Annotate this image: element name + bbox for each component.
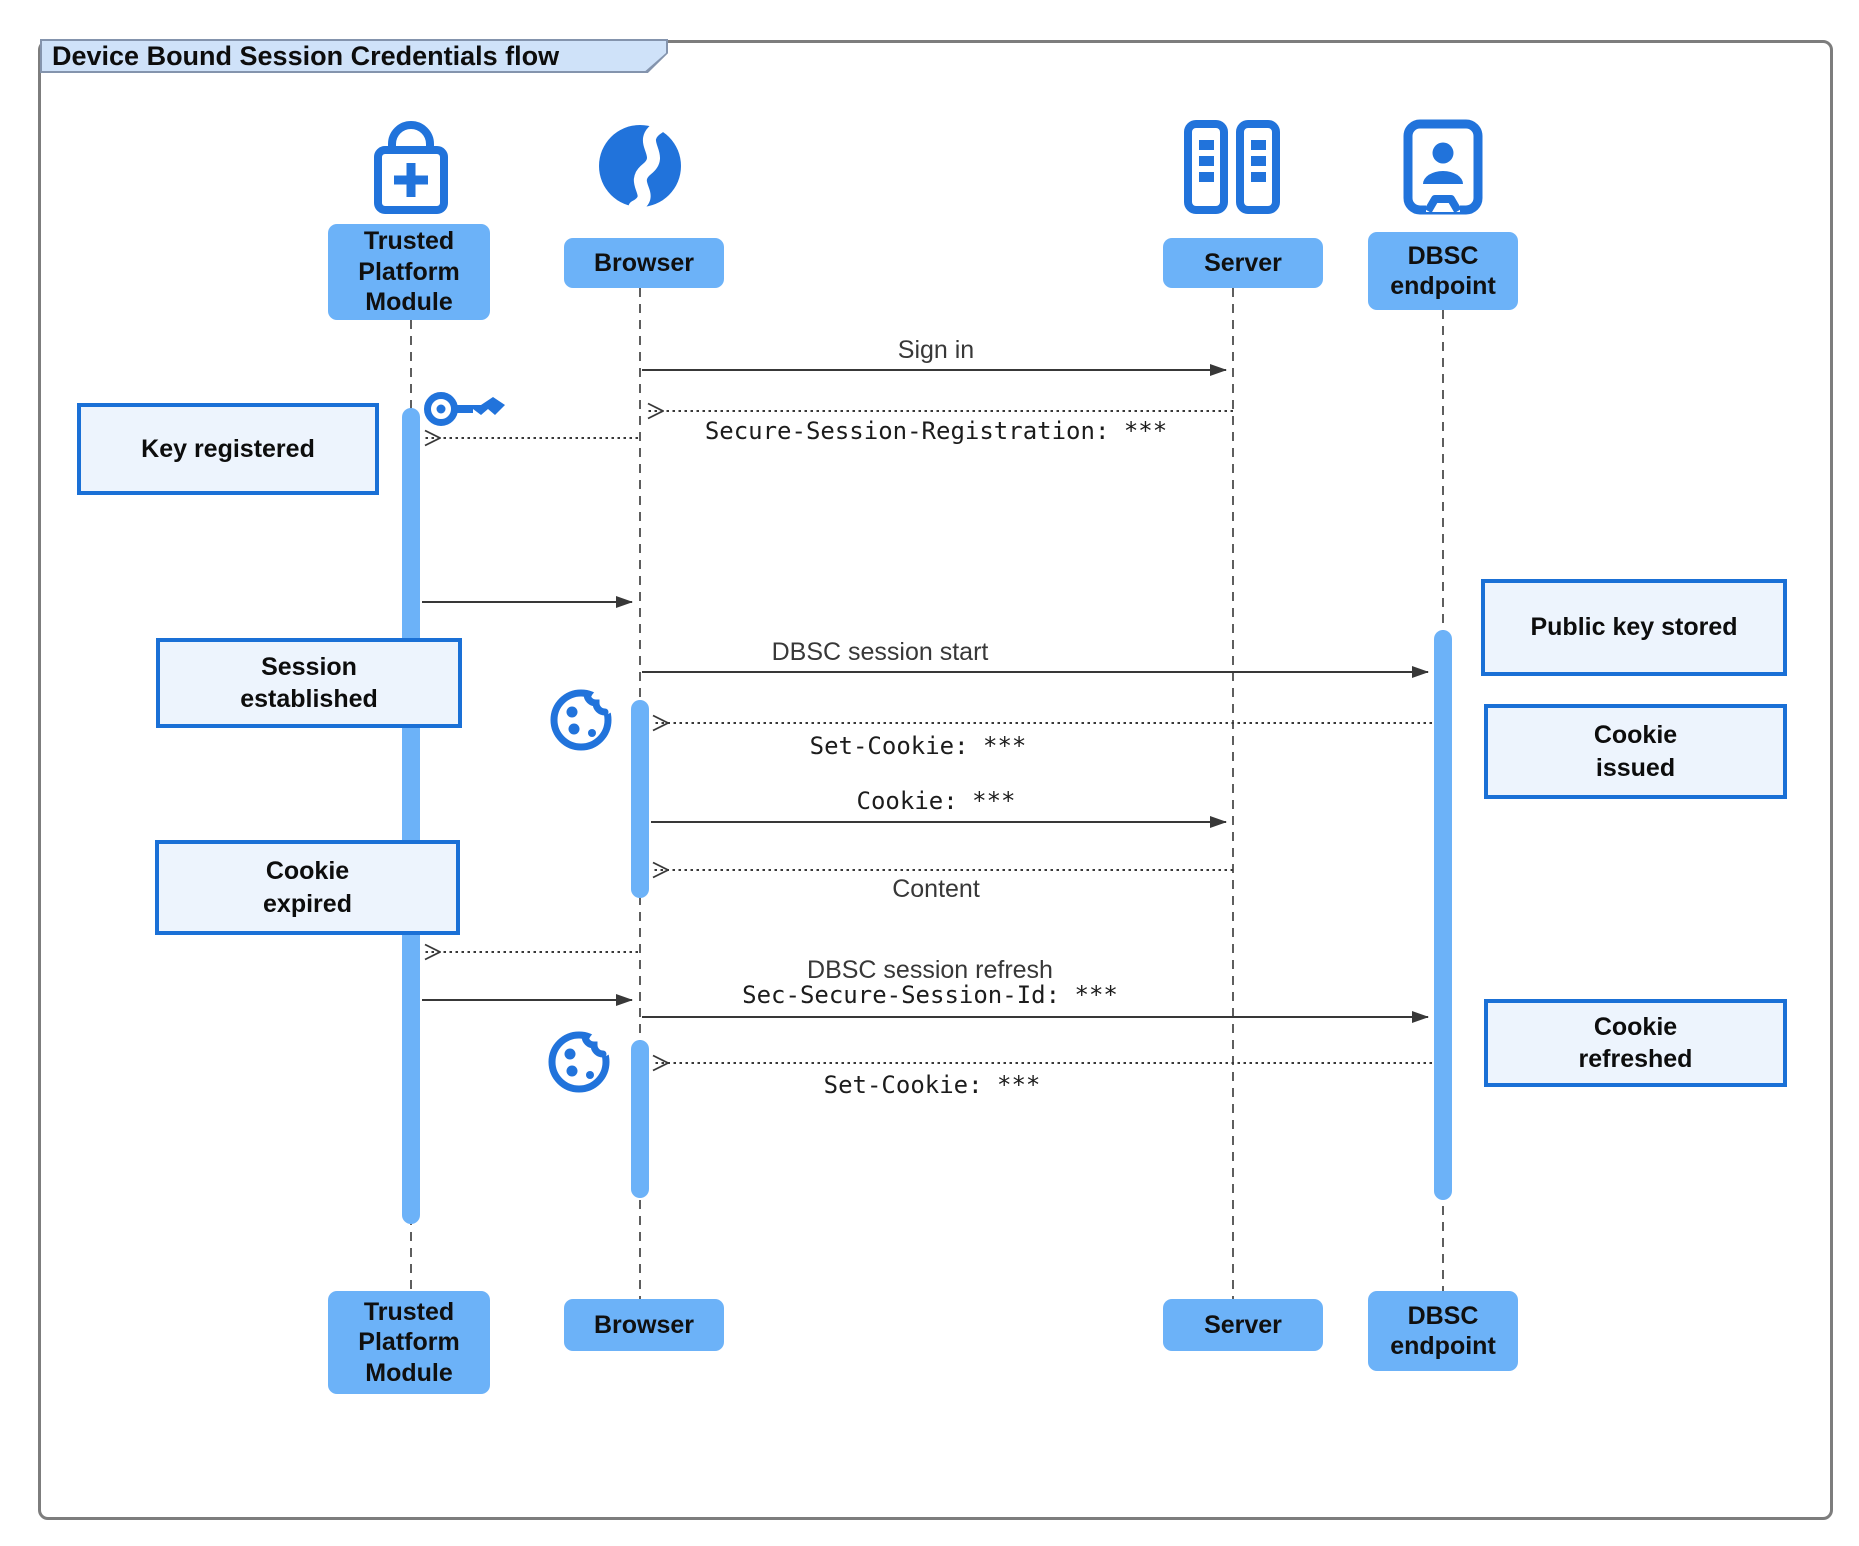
note-key-registered: Key registered <box>77 403 379 495</box>
cookie-icon <box>550 689 616 751</box>
activation-bar-dbsc <box>1434 630 1452 1200</box>
note-session-established: Session established <box>156 638 462 728</box>
globe-icon <box>599 120 681 214</box>
actor-browser-top: Browser <box>564 238 724 288</box>
actor-tpm-top: Trusted Platform Module <box>328 224 490 320</box>
actor-browser-bottom: Browser <box>564 1299 724 1351</box>
actor-server-bottom: Server <box>1163 1299 1323 1351</box>
message-label-set-cookie-1: Set-Cookie: *** <box>809 732 1027 760</box>
message-label-dbsc-session-refresh: DBSC session refresh <box>807 956 1053 984</box>
endpoint-badge-icon <box>1403 119 1483 215</box>
actor-tpm-bottom: Trusted Platform Module <box>328 1291 490 1394</box>
activation-bar-browser-1 <box>631 700 649 898</box>
activation-bar-browser-2 <box>631 1040 649 1198</box>
note-public-key-stored: Public key stored <box>1481 579 1787 676</box>
actor-dbsc-top: DBSC endpoint <box>1368 232 1518 310</box>
cookie-icon <box>548 1031 614 1093</box>
diagram-title: Device Bound Session Credentials flow <box>52 40 560 71</box>
message-label-cookie: Cookie: *** <box>856 787 1016 815</box>
key-icon <box>424 392 505 426</box>
message-label-set-cookie-2: Set-Cookie: *** <box>823 1071 1041 1099</box>
message-label-dbsc-session-start: DBSC session start <box>771 638 989 666</box>
note-cookie-expired: Cookie expired <box>155 840 460 935</box>
message-label-sec-secure-session-id: Sec-Secure-Session-Id: *** <box>742 981 1118 1009</box>
message-label-secure-session-registration: Secure-Session-Registration: *** <box>704 417 1168 445</box>
note-cookie-refreshed: Cookie refreshed <box>1484 999 1787 1087</box>
actor-dbsc-bottom: DBSC endpoint <box>1368 1291 1518 1371</box>
message-label-content: Content <box>892 875 980 903</box>
server-rack-icon <box>1184 120 1280 214</box>
activation-bar-tpm <box>402 408 420 1224</box>
actor-server-top: Server <box>1163 238 1323 288</box>
note-cookie-issued: Cookie issued <box>1484 704 1787 799</box>
title-tab: Device Bound Session Credentials flow <box>40 39 668 73</box>
message-label-sign-in: Sign in <box>897 336 975 364</box>
lock-plus-icon <box>374 121 448 214</box>
